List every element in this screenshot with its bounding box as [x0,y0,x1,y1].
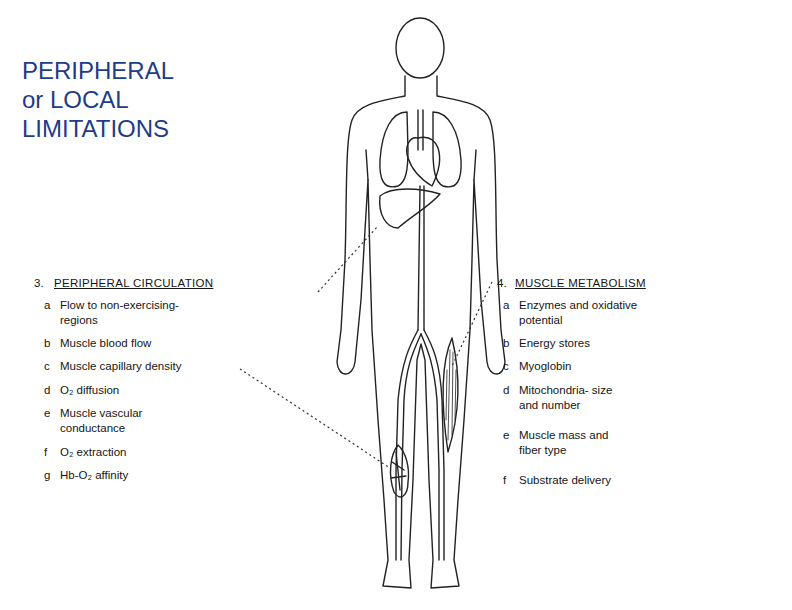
item-letter: b [44,336,50,351]
list-item: Muscle vascular conductance [60,406,165,436]
list-item: Muscle mass and fiber type [519,428,624,458]
muscle-fibers [446,350,456,440]
right-lung [433,112,461,187]
list-item: Myoglobin [519,359,571,374]
aorta [418,110,424,330]
list-item: Flow to non-exercising- regions [60,298,200,328]
item-letter: a [44,298,50,313]
calf-capillary-bed [391,445,409,497]
right-leg-vessels [421,330,444,560]
list-item: Hb-O₂ affinity [60,468,128,483]
left-lung [380,112,408,187]
leader-line [452,282,492,366]
section-heading: MUSCLE METABOLISM [515,276,646,291]
leader-line [318,226,378,292]
leader-line [240,369,390,468]
item-letter: g [44,468,50,483]
item-letter: d [503,383,509,398]
list-item: Muscle capillary density [60,359,181,374]
list-item: Enzymes and oxidative potential [519,298,654,328]
slide-title: PERIPHERAL or LOCAL LIMITATIONS [22,56,190,143]
body-outline [337,76,505,588]
item-letter: b [503,336,509,351]
item-letter: a [503,298,509,313]
item-letter: d [44,383,50,398]
list-item: Energy stores [519,336,590,351]
item-letter: c [503,359,509,374]
item-letter: e [503,428,509,443]
section-number: 3. [34,276,44,291]
section-number: 4. [497,276,507,291]
item-letter: c [44,359,50,374]
item-letter: f [44,445,47,460]
item-letter: f [503,473,506,488]
liver [380,189,440,228]
list-item: O₂ diffusion [60,383,119,398]
list-item: Substrate delivery [519,473,611,488]
list-item: O₂ extraction [60,445,126,460]
section-heading: PERIPHERAL CIRCULATION [54,276,213,291]
head-outline [396,18,444,78]
list-item: Mitochondria- size and number [519,383,614,413]
list-item: Muscle blood flow [60,336,151,351]
thigh-muscle [443,338,458,452]
left-leg-vessels [396,330,421,560]
item-letter: e [44,406,50,421]
